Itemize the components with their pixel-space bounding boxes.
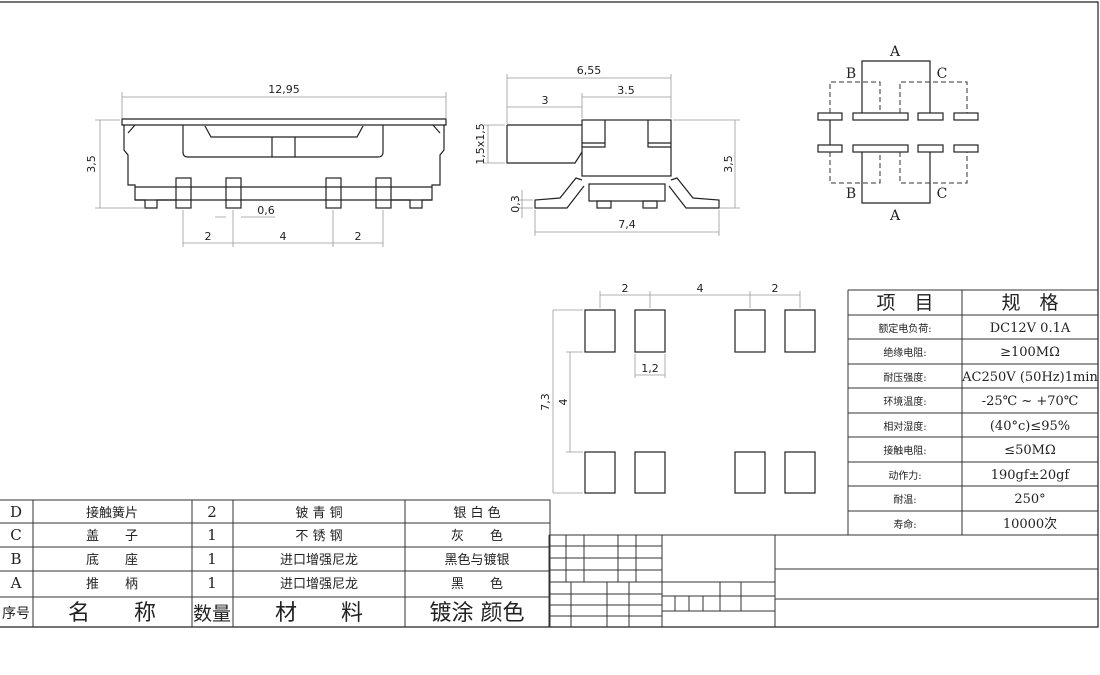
spec-value: 10000次 (1003, 516, 1057, 532)
dim-pin-width: 0,6 (257, 204, 275, 217)
dim-pitch-left: 2 (205, 230, 212, 243)
pcb-footprint (552, 291, 816, 494)
label-b-bottom: B (846, 186, 856, 202)
parts-table (0, 499, 551, 627)
label-a-top: A (889, 44, 901, 60)
label-c-top: C (937, 66, 948, 82)
side-view (484, 74, 740, 236)
parts-cell-qty: 1 (207, 574, 217, 592)
parts-cell-name: 推 柄 (86, 577, 138, 592)
spec-item-label: 接触电阻: (883, 444, 926, 457)
parts-cell-finish: 黑色与镀银 (444, 552, 509, 568)
spec-value: AC250V (50Hz)1min (961, 370, 1098, 385)
dim-span: 7,4 (618, 218, 636, 231)
parts-cell-material: 进口增强尼龙 (280, 577, 358, 592)
parts-cell-qty: 1 (207, 550, 217, 568)
parts-header-name: 名 称 (68, 601, 156, 626)
parts-cell-qty: 1 (207, 526, 217, 544)
title-block (548, 534, 1098, 627)
spec-item-label: 相对湿度: (883, 420, 926, 433)
spec-value: DC12V 0.1A (990, 321, 1071, 336)
fp-pitch-mid: 4 (697, 282, 704, 295)
parts-header-finish: 镀涂 颜色 (430, 601, 525, 626)
dim-lever: 3 (542, 94, 549, 107)
label-a-bottom: A (889, 208, 901, 224)
spec-item-label: 额定电负荷: (878, 322, 931, 335)
spec-header-spec: 规 格 (1001, 292, 1058, 314)
parts-cell-finish: 灰 色 (451, 528, 503, 544)
parts-header-material: 材 料 (275, 601, 363, 626)
spec-value: (40°c)≤95% (990, 419, 1070, 434)
dim-lever-size: 1,5x1,5 (474, 123, 487, 165)
parts-cell-material: 不 锈 钢 (295, 529, 342, 544)
spec-value: 190gf±20gf (991, 468, 1071, 483)
dim-total: 6,55 (577, 64, 602, 77)
parts-cell-name: 接触簧片 (86, 505, 138, 521)
spec-table (847, 289, 1098, 535)
label-c-bottom: C (937, 186, 948, 202)
spec-item-label: 耐压强度: (883, 371, 926, 384)
dim-pitch-mid: 4 (280, 230, 287, 243)
spec-item-label: 寿命: (893, 518, 916, 531)
parts-cell-no: B (10, 550, 21, 568)
parts-cell-no: D (10, 503, 22, 521)
parts-cell-finish: 黑 色 (451, 576, 503, 592)
dim-width: 12,95 (268, 83, 300, 96)
parts-header-no: 序号 (2, 606, 30, 622)
fp-total: 7,3 (539, 393, 552, 411)
parts-cell-no: C (10, 526, 21, 544)
parts-cell-qty: 2 (207, 503, 217, 521)
fp-row-gap: 4 (557, 399, 570, 406)
spec-item-label: 绝缘电阻: (883, 346, 926, 359)
parts-cell-finish: 银 白 色 (453, 505, 500, 521)
dim-side-height: 3,5 (722, 155, 735, 173)
front-view (95, 92, 447, 247)
fp-pitch-left: 2 (622, 282, 629, 295)
spec-header-item: 项 目 (876, 292, 933, 314)
parts-cell-no: A (10, 574, 22, 592)
dim-pitch-right: 2 (355, 230, 362, 243)
spec-item-label: 环境温度: (883, 395, 926, 408)
spec-value: ≤50MΩ (1004, 443, 1056, 458)
dim-foot: 0,3 (509, 195, 522, 213)
spec-value: -25℃ ~ +70℃ (982, 394, 1079, 409)
parts-cell-name: 盖 子 (86, 529, 138, 544)
label-b-top: B (846, 66, 856, 82)
dim-height: 3,5 (85, 155, 98, 173)
fp-pitch-right: 2 (772, 282, 779, 295)
parts-cell-material: 铍 青 铜 (295, 506, 342, 521)
parts-cell-name: 底 座 (86, 552, 138, 568)
fp-pad-width: 1,2 (641, 362, 659, 375)
parts-header-qty: 数量 (193, 603, 231, 625)
spec-item-label: 动作力: (888, 469, 921, 482)
spec-value: 250° (1014, 492, 1045, 507)
spec-value: ≥100MΩ (1000, 345, 1060, 360)
spec-item-label: 耐温: (893, 493, 916, 506)
switch-schematic (817, 60, 979, 204)
parts-cell-material: 进口增强尼龙 (280, 553, 358, 568)
dim-body: 3.5 (617, 84, 635, 97)
